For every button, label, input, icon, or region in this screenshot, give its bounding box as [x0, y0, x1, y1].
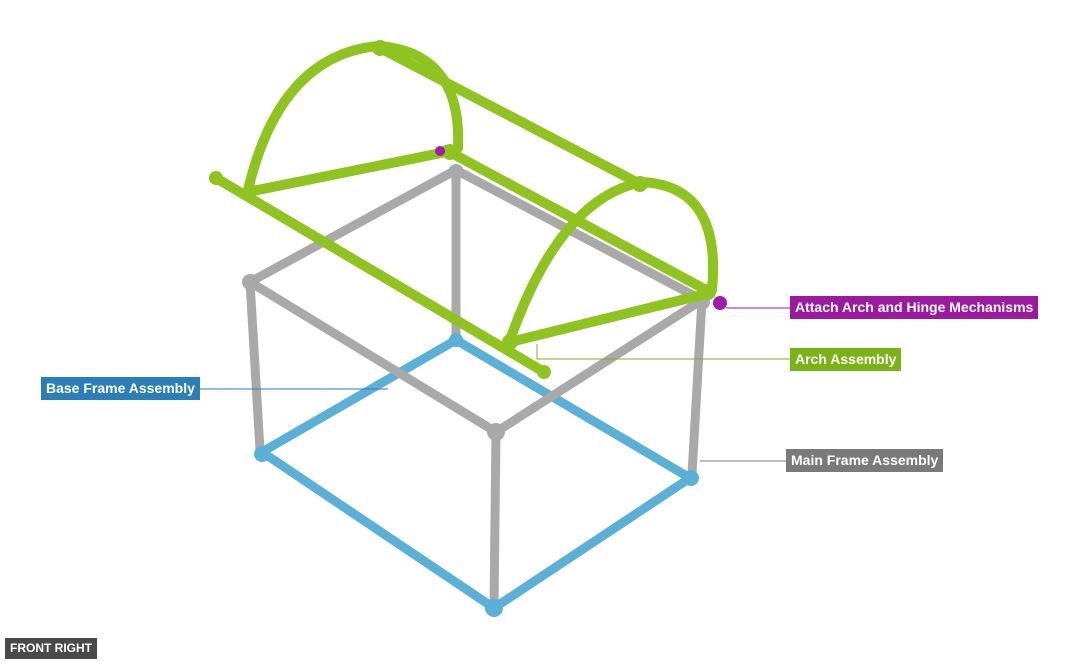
arch-corner-joint — [442, 144, 458, 160]
arch-joints — [209, 40, 716, 379]
base-frame-assembly-callout: Base Frame Assembly — [41, 377, 200, 400]
hinge-mechanisms-callout: Attach Arch and Hinge Mechanisms — [790, 296, 1039, 319]
hinge-mechanism-back — [435, 146, 445, 156]
arch-long-rail-left — [211, 173, 549, 377]
frame-joints — [242, 164, 710, 617]
base-frame-back-right-rail — [451, 335, 695, 483]
main-frame-assembly — [245, 165, 707, 611]
arch-corner-joint — [700, 284, 716, 300]
arch-front-crossbar — [505, 289, 711, 347]
base-corner-joint-back — [449, 333, 463, 347]
base-corner-joint-front — [485, 599, 503, 617]
main-frame-right-post — [687, 295, 707, 479]
main-frame-top-right-front-rail — [491, 295, 707, 437]
main-frame-top-left-front-rail — [245, 277, 501, 437]
main-frame-top-left-back-rail — [245, 165, 461, 287]
base-corner-joint-left — [254, 446, 270, 462]
main-corner-joint-front — [487, 423, 505, 441]
main-frame-front-post — [489, 427, 501, 611]
base-frame-front-left-rail — [257, 447, 499, 613]
main-frame-left-post — [245, 277, 265, 455]
hinge-mechanisms — [435, 146, 727, 310]
arch-rail-end-cap — [537, 365, 551, 379]
arch-assembly — [211, 40, 719, 377]
arch-corner-joint — [243, 183, 257, 197]
arch-assembly-callout: Arch Assembly — [790, 348, 902, 371]
arch-ridge-joint — [632, 176, 648, 192]
arch-ridge-rail — [375, 43, 645, 189]
base-corner-joint-right — [683, 470, 699, 486]
base-frame-front-right-rail — [489, 473, 695, 613]
arch-rail-end-cap — [209, 171, 223, 185]
arch-back-crossbar — [243, 147, 451, 197]
arch-ridge-joint — [372, 40, 388, 56]
main-corner-joint-back — [448, 164, 464, 180]
view-orientation-label: FRONT RIGHT — [5, 638, 97, 659]
callout-leaders — [200, 307, 790, 462]
base-frame-back-left-rail — [257, 335, 461, 457]
main-frame-top-right-back-rail — [451, 165, 707, 305]
main-frame-assembly-callout: Main Frame Assembly — [786, 449, 944, 472]
arch-corner-joint — [502, 334, 518, 350]
hinge-mechanism-front — [713, 296, 727, 310]
arch-leader-line — [536, 344, 790, 360]
main-corner-joint-left — [242, 274, 258, 290]
base-frame-assembly — [257, 335, 695, 613]
